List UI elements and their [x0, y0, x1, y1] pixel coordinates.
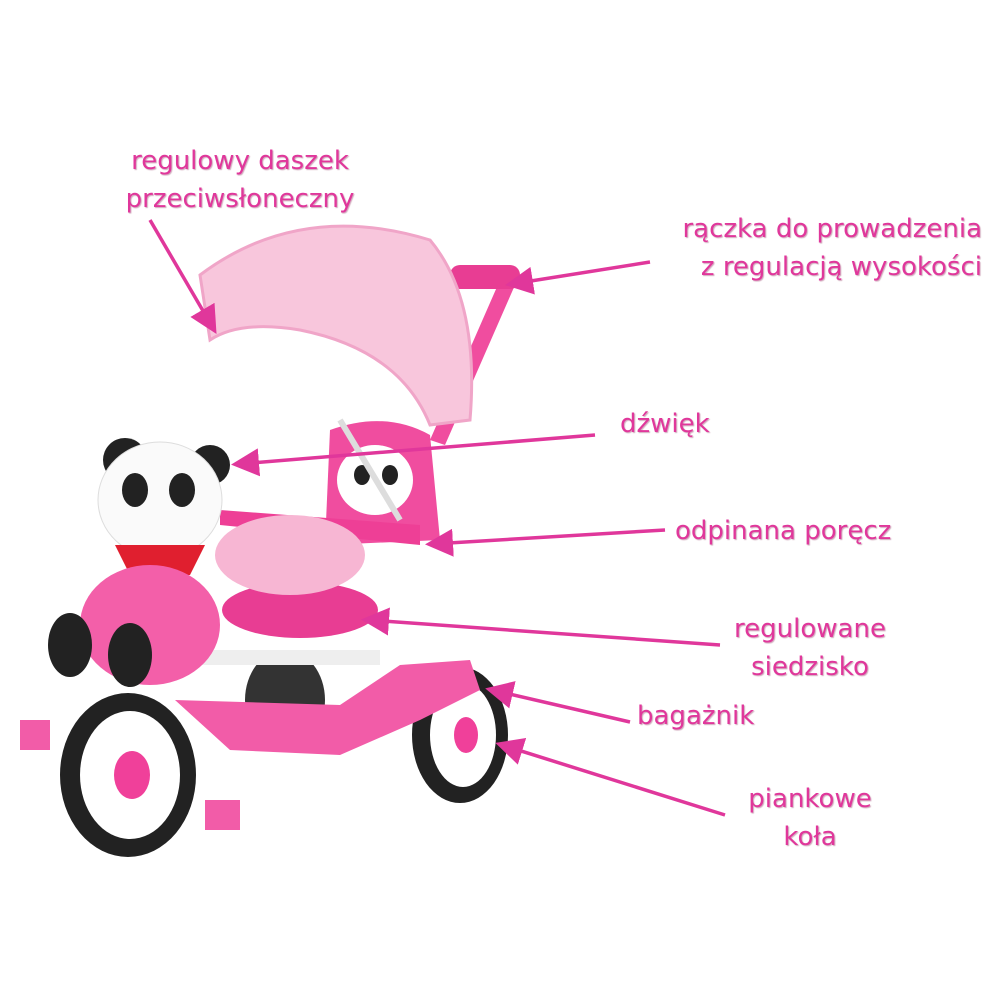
cushion [215, 515, 365, 595]
label-wheels: piankowe koła [710, 780, 910, 856]
arrow-seat [361, 607, 721, 647]
label-line: odpinana poręcz [675, 516, 892, 546]
seat [222, 582, 378, 638]
label-canopy: regulowy daszek przeciwsłoneczny [90, 142, 390, 218]
label-rail: odpinana poręcz [675, 512, 891, 550]
label-line: regulowy daszek [131, 146, 349, 176]
arrow-trunk [485, 681, 631, 724]
label-line: dźwięk [620, 409, 710, 439]
label-line: przeciwsłoneczny [125, 184, 355, 214]
trunk [175, 660, 480, 755]
label-line: regulowane [734, 614, 886, 644]
arrow-wheels [495, 737, 726, 817]
panda-head [97, 438, 230, 575]
pedal [20, 720, 50, 750]
canopy [198, 224, 474, 427]
label-trunk: bagażnik [637, 697, 754, 735]
front-wheel [60, 693, 196, 857]
frame [200, 650, 380, 665]
arrow-rail [425, 528, 666, 557]
arrow-handle [505, 260, 651, 295]
label-handle: rączka do prowadzenia z regulacją wysoko… [600, 210, 982, 286]
label-line: bagażnik [637, 701, 755, 731]
callout-arrows [148, 219, 726, 817]
arrow-sound [231, 433, 596, 477]
label-line: z regulacją wysokości [700, 252, 982, 282]
label-line: piankowe [748, 784, 872, 814]
label-line: koła [783, 822, 837, 852]
pedal [205, 800, 240, 830]
arrow-canopy [148, 219, 217, 335]
label-sound: dźwięk [620, 405, 710, 443]
label-seat: regulowane siedzisko [710, 610, 910, 686]
label-line: rączka do prowadzenia [682, 214, 982, 244]
label-line: siedzisko [751, 652, 869, 682]
